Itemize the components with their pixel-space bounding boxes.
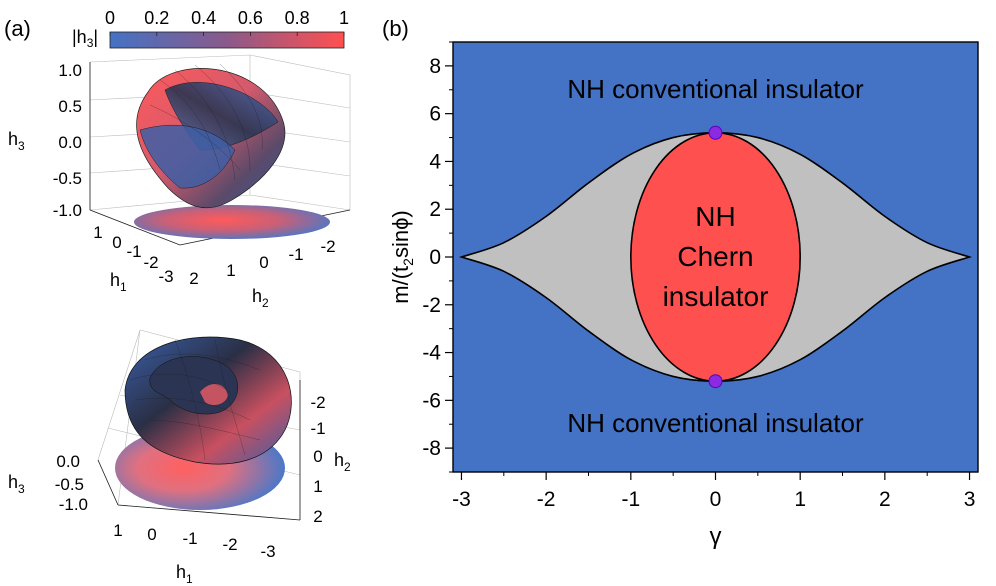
bottom-h1-tick-label: 0 xyxy=(147,525,156,544)
top-h1-tick-label: 0 xyxy=(112,233,121,252)
top-z-label: h3 xyxy=(8,129,25,153)
panel-b-label: (b) xyxy=(382,16,409,41)
chern-annotation-line: NH xyxy=(695,201,735,232)
colorbar-tick-label: 0.4 xyxy=(191,8,216,28)
x-tick-label: -2 xyxy=(537,488,556,511)
top-h1-tick-label: -3 xyxy=(158,267,173,286)
bottom-h2-ticks: -2 -1 0 1 2 xyxy=(310,393,325,526)
colorbar-tick-label: 0 xyxy=(105,8,115,28)
top-z-tick-label: -0.5 xyxy=(53,169,82,188)
top-h1-tick-label: 1 xyxy=(93,223,102,242)
y-axis-label: m/(t2sinϕ) xyxy=(388,210,416,303)
top-h2-tick-label: -1 xyxy=(288,245,303,264)
y-tick-label: 8 xyxy=(429,55,441,78)
chern-annotation-line: Chern xyxy=(677,241,753,272)
phase-diagram: -3 -2 -1 0 1 2 3 8 6 4 2 0 -2 -4 -6 -8 γ m/(t2sinϕ) NH con… xyxy=(388,41,979,550)
y-tick-label: 4 xyxy=(429,150,441,173)
top-h2-label: h2 xyxy=(252,286,269,310)
bottom-h2-tick-label: 0 xyxy=(313,447,322,466)
x-tick-label: 2 xyxy=(879,488,891,511)
y-tick-label: -6 xyxy=(422,389,441,412)
bottom-h2-tick-label: 2 xyxy=(313,507,322,526)
critical-point xyxy=(708,374,723,389)
bottom-h1-tick-label: -3 xyxy=(260,542,275,561)
top-h2-ticks: 2 1 0 -1 -2 xyxy=(189,237,335,288)
bottom-h1-tick-label: -1 xyxy=(182,529,197,548)
y-tick-label: -2 xyxy=(422,294,441,317)
panel-b: (b) -3 -2 -1 0 1 2 3 8 6 4 2 0 -2 -4 -6 -8 γ m/(t2sinϕ) NH… xyxy=(382,16,979,550)
bottom-h1-tick-label: -2 xyxy=(222,535,237,554)
top-h2-tick-label: 0 xyxy=(259,253,268,272)
bottom-3d-plot: 0.0 -0.5-1.0 h3 1 0 -1 -2 -3 h1 -2 -1 0 1 2 h2 xyxy=(8,329,351,586)
top-z-tick-label: 0.0 xyxy=(58,133,82,152)
top-z-tick-label: -1.0 xyxy=(53,201,82,220)
bottom-h2-label: h2 xyxy=(334,450,351,474)
panel-a: (a) |h3| 0 0.2 0.4 0.6 0.8 1 xyxy=(4,8,351,586)
x-tick-label: -1 xyxy=(621,488,640,511)
colorbar: |h3| 0 0.2 0.4 0.6 0.8 1 xyxy=(72,8,349,50)
bottom-z-ticks: 0.0 -0.5-1.0 xyxy=(55,452,88,514)
x-tick-label: 3 xyxy=(964,488,976,511)
bottom-h2-tick-label: -1 xyxy=(310,419,325,438)
bottom-h2-tick-label: 1 xyxy=(313,477,322,496)
region-annotation: NH conventional insulator xyxy=(567,408,864,438)
chern-annotation-line: insulator xyxy=(663,281,769,312)
colorbar-tick-label: 0.8 xyxy=(285,8,310,28)
top-z-tick-label: 1.0 xyxy=(58,61,82,80)
y-tick-label: -4 xyxy=(422,342,441,365)
y-tick-label: 0 xyxy=(429,246,441,269)
critical-point xyxy=(708,125,723,140)
colorbar-gradient xyxy=(109,31,345,49)
x-axis-label: γ xyxy=(710,523,722,550)
colorbar-label: |h3| xyxy=(72,27,98,50)
x-tick-label: -3 xyxy=(452,488,471,511)
top-z-tick-label: 0.5 xyxy=(58,97,82,116)
bottom-h1-ticks: 1 0 -1 -2 -3 xyxy=(113,521,275,561)
bottom-h1-label: h1 xyxy=(176,562,193,586)
colorbar-tick-label: 0.6 xyxy=(238,8,263,28)
top-h2-tick-label: -2 xyxy=(320,237,335,256)
top-h2-tick-label: 2 xyxy=(189,269,198,288)
top-h1-label: h1 xyxy=(110,270,127,294)
bottom-z-tick-label: -1.0 xyxy=(59,495,88,514)
bottom-z-tick-label: 0.0 xyxy=(56,452,80,471)
bottom-z-tick-label: -0.5 xyxy=(55,475,84,494)
x-tick-label: 0 xyxy=(710,488,722,511)
top-h1-tick-label: -2 xyxy=(143,253,158,272)
top-projection-disc xyxy=(134,205,330,239)
panel-a-label: (a) xyxy=(4,16,31,41)
top-z-ticks: 1.0 0.5 0.0 -0.5 -1.0 xyxy=(53,61,82,220)
top-h2-tick-label: 1 xyxy=(226,261,235,280)
bottom-h1-tick-label: 1 xyxy=(113,521,122,540)
y-tick-label: 6 xyxy=(429,103,441,126)
y-tick-label: 2 xyxy=(429,198,441,221)
bottom-h2-tick-label: -2 xyxy=(310,393,325,412)
y-tick-label: -8 xyxy=(422,437,441,460)
colorbar-tick-label: 0.2 xyxy=(144,8,169,28)
bottom-z-label: h3 xyxy=(8,472,25,496)
top-h1-tick-label: -1 xyxy=(126,242,141,261)
region-annotation: NH conventional insulator xyxy=(567,74,864,104)
top-h1-ticks: 10 -1-2-3 xyxy=(93,223,173,286)
colorbar-ticks: 0 0.2 0.4 0.6 0.8 1 xyxy=(105,8,349,36)
colorbar-tick-label: 1 xyxy=(339,8,349,28)
x-tick-label: 1 xyxy=(794,488,806,511)
